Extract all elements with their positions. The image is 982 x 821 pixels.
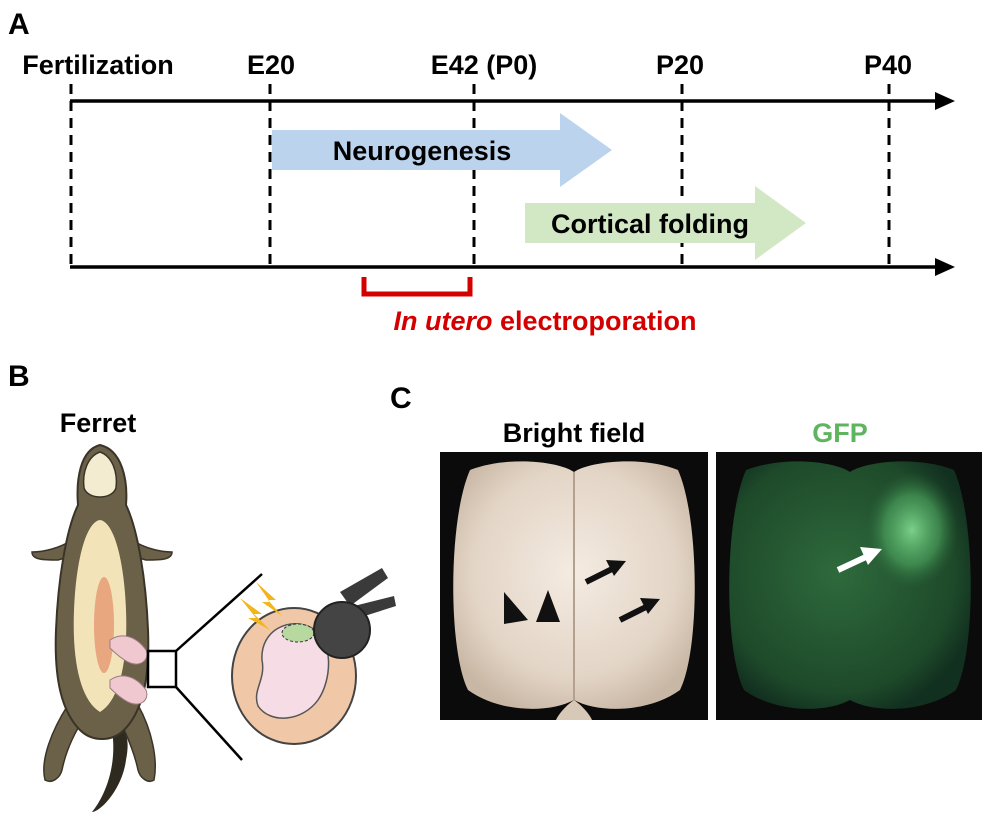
cortical-folding-label: Cortical folding (551, 209, 749, 239)
timepoint-label-p40: P40 (864, 50, 912, 80)
panel-c: C Bright field GFP (390, 382, 982, 720)
timepoint-label-e20: E20 (247, 50, 295, 80)
uterine-horn-lower (109, 675, 148, 705)
ferret-head (82, 451, 118, 498)
ferret-uterus (94, 577, 114, 673)
embryo-illustration (231, 568, 396, 745)
timeline-bottom-arrowhead (935, 258, 955, 276)
panel-b-label: B (8, 360, 30, 393)
ferret-tail (92, 726, 128, 812)
ferret-illustration (31, 443, 263, 812)
zoom-line-top (175, 573, 263, 652)
bright-field-image (440, 452, 708, 720)
electroporation-label-rest: electroporation (500, 306, 697, 336)
panel-a: A Fertilization E20 E42 (P0) P20 P40 Neu… (8, 8, 955, 336)
ferret-label: Ferret (60, 408, 137, 438)
electroporation-label: In utero electroporation (393, 306, 696, 336)
panel-b: B Ferret (8, 360, 396, 812)
electrode-arm-upper (340, 568, 388, 606)
embryo-body (255, 623, 330, 719)
zoom-box (146, 649, 178, 689)
electric-pulse-icon-2 (240, 598, 270, 630)
electrode-paddle (313, 601, 371, 659)
timepoint-label-p20: P20 (656, 50, 704, 80)
embryo-brain-target (281, 623, 315, 643)
arrowhead-marker-2 (536, 590, 560, 622)
panel-a-label: A (8, 8, 30, 41)
timepoint-label-e42-p0: E42 (P0) (431, 50, 538, 80)
timeline-top-arrowhead (935, 92, 955, 110)
neurogenesis-label: Neurogenesis (333, 136, 512, 166)
electroporation-bracket (361, 277, 473, 297)
bright-field-label: Bright field (503, 418, 646, 448)
gfp-label: GFP (812, 418, 868, 448)
sulcus-arrow-2 (618, 598, 660, 623)
panel-c-label: C (390, 382, 412, 415)
gfp-arrow (836, 547, 882, 573)
arrowhead-marker-1 (504, 592, 528, 624)
zoom-line-bottom (175, 686, 243, 761)
uterine-horn-upper (109, 635, 148, 665)
neurogenesis-arrow (272, 113, 612, 187)
electric-pulse-icon (256, 582, 282, 616)
gfp-image (716, 452, 982, 720)
sulcus-arrow-1 (584, 560, 626, 585)
gfp-expression-region (866, 472, 958, 588)
electroporation-label-italic: In utero (393, 306, 492, 336)
timepoint-label-fertilization: Fertilization (22, 50, 174, 80)
cortical-folding-arrow (525, 186, 806, 260)
